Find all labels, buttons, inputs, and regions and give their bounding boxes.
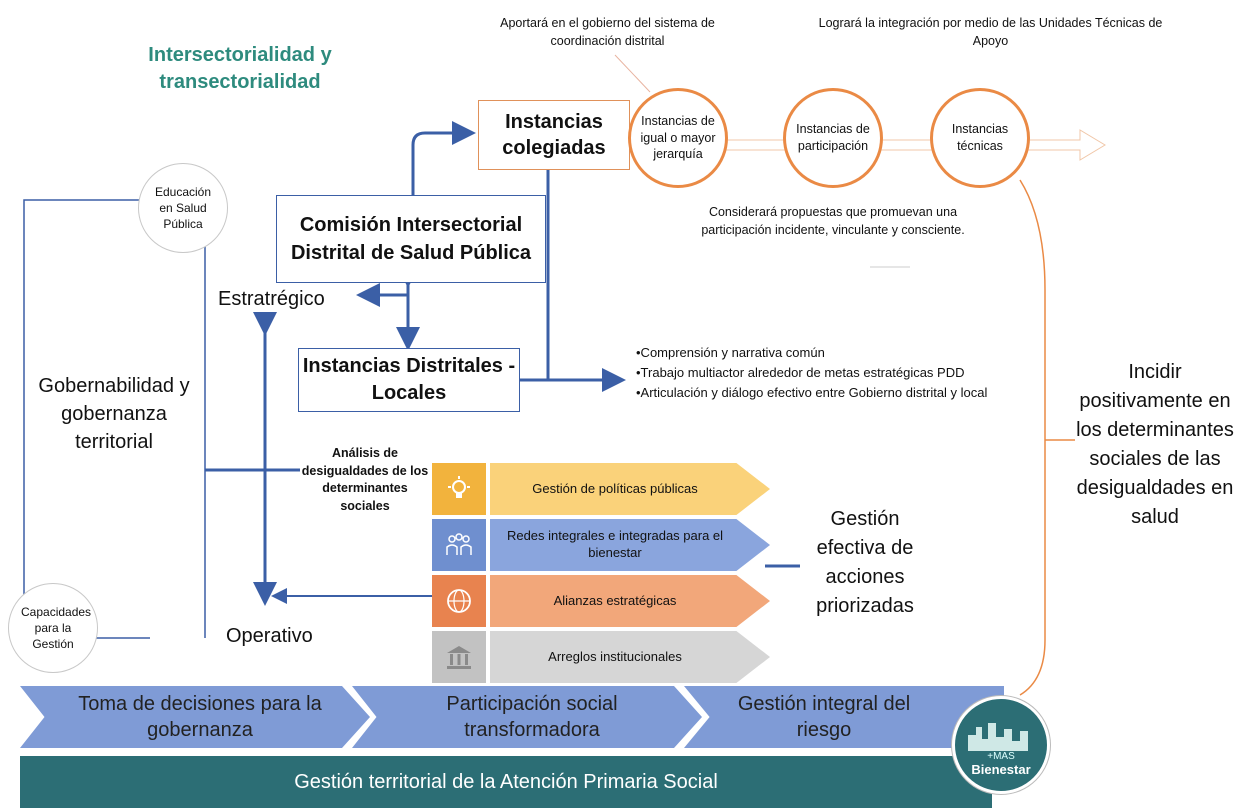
- row-alianzas: Alianzas estratégicas: [432, 575, 770, 627]
- circle-label: Capacidades para la Gestión: [21, 604, 92, 652]
- estrategico-label: Estratrégico: [218, 288, 325, 310]
- bullet-list: •Comprensión y narrativa común •Trabajo …: [636, 343, 1046, 403]
- chevron-gobernanza: Toma de decisiones para la gobernanza: [20, 686, 370, 748]
- logo-text-bottom: Bienestar: [971, 762, 1031, 777]
- chevron-participacion: Participación social transformadora: [352, 686, 702, 748]
- circle-igual-jerarquia: Instancias de igual o mayor jerarquía: [628, 88, 728, 188]
- circle-label: Educación en Salud Pública: [154, 184, 212, 232]
- note-right: Logrará la integración por medio de las …: [818, 16, 1163, 49]
- instancias-distritales-box: Instancias Distritales - Locales: [298, 348, 520, 412]
- comision-label: Comisión Intersectorial Distrital de Sal…: [290, 214, 532, 264]
- logo-text-top: +MAS: [987, 751, 1015, 762]
- globe-icon: [432, 575, 486, 627]
- chevron-label: Participación social transformadora: [446, 693, 618, 741]
- circle-participacion: Instancias de participación: [783, 88, 883, 188]
- row-politicas: Gestión de políticas públicas: [432, 463, 770, 515]
- circle-tecnicas: Instancias técnicas: [930, 88, 1030, 188]
- page-title: Intersectorialidad y transectorialidad: [148, 44, 332, 93]
- chevron-label: Gestión integral del riesgo: [737, 693, 911, 741]
- bullet-item: •Comprensión y narrativa común: [636, 345, 825, 360]
- row-arreglos: Arreglos institucionales: [432, 631, 770, 683]
- row-label: Redes integrales e integradas para el bi…: [490, 519, 770, 571]
- note-left: Aportará en el gobierno del sistema de c…: [500, 16, 715, 49]
- row-label: Arreglos institucionales: [490, 631, 770, 683]
- city-skyline-icon: [968, 723, 1028, 751]
- note-connector-left: [614, 54, 651, 93]
- bienestar-logo: +MAS Bienestar: [952, 696, 1050, 794]
- bullet-item: •Articulación y diálogo efectivo entre G…: [636, 385, 988, 401]
- gobernabilidad-label: Gobernabilidad y gobernanza territorial: [38, 375, 190, 453]
- instancias-colegiadas-label: Instancias colegiadas: [502, 111, 606, 159]
- comision-to-colegiadas: [411, 121, 476, 195]
- footer-bar: Gestión territorial de la Atención Prima…: [20, 756, 992, 808]
- circle-label: Instancias técnicas: [951, 122, 1009, 153]
- row-label: Gestión de políticas públicas: [490, 463, 770, 515]
- orange-bracket: [1019, 179, 1046, 696]
- analisis-label: Análisis de desigualdades de los determi…: [301, 446, 429, 513]
- circle-educacion: Educación en Salud Pública: [138, 163, 228, 253]
- chevron-riesgo: Gestión integral del riesgo: [684, 686, 1004, 748]
- chevron-label: Toma de decisiones para la gobernanza: [78, 693, 322, 741]
- incidir-label: Incidir positivamente en los determinant…: [1076, 361, 1234, 528]
- row-redes: Redes integrales e integradas para el bi…: [432, 519, 770, 571]
- lightbulb-icon: [432, 463, 486, 515]
- comision-box: Comisión Intersectorial Distrital de Sal…: [276, 195, 546, 283]
- circle-label: Instancias de participación: [796, 122, 870, 153]
- note-bottom: Considerará propuestas que promuevan una…: [701, 205, 965, 238]
- circle-label: Instancias de igual o mayor jerarquía: [640, 113, 716, 162]
- circle-capacidades: Capacidades para la Gestión: [8, 583, 98, 673]
- row-label: Alianzas estratégicas: [490, 575, 770, 627]
- bullet-item: •Trabajo multiactor alrededor de metas e…: [636, 365, 965, 381]
- institution-icon: [432, 631, 486, 683]
- footer-label: Gestión territorial de la Atención Prima…: [294, 770, 718, 793]
- instancias-colegiadas-box: Instancias colegiadas: [478, 100, 630, 170]
- operativo-label: Operativo: [226, 625, 313, 647]
- people-network-icon: [432, 519, 486, 571]
- instancias-distritales-label: Instancias Distritales - Locales: [302, 355, 516, 404]
- gestion-efectiva-label: Gestión efectiva de acciones priorizadas: [816, 508, 914, 617]
